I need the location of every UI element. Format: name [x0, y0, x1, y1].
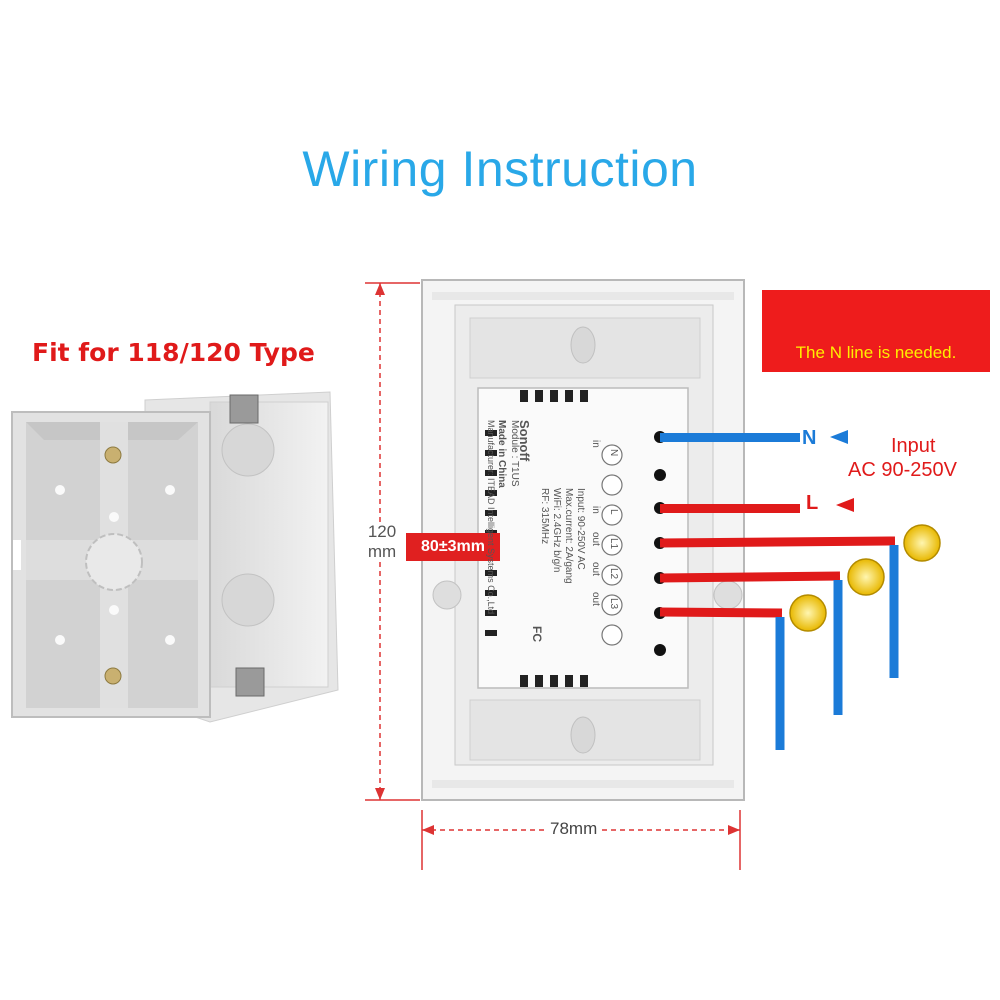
- terminal-l1: L1: [608, 538, 619, 550]
- module-spec-rf: RF: 315MHz: [539, 488, 550, 545]
- page-title: Wiring Instruction: [302, 141, 698, 197]
- live-wire: [660, 504, 800, 513]
- terminal-l: L: [608, 509, 619, 515]
- relay-module: [477, 387, 689, 689]
- module-spec-input: Input: 90-250V AC: [575, 488, 586, 570]
- module-manufacturer: Manufacturer: ITEAD Intelligent Systems …: [486, 420, 496, 615]
- terminal-label: out: [590, 592, 601, 606]
- inner-dimension: 80±3mm: [406, 533, 500, 561]
- terminal-label: in: [590, 506, 601, 514]
- module-made-in: Made in China: [496, 420, 507, 488]
- neutral-label: N: [802, 427, 817, 449]
- l1-wire: [659, 536, 896, 548]
- input-voltage-label: AC 90-250V: [848, 459, 957, 481]
- module-model: Module : T1US: [509, 420, 520, 487]
- input-label: Input: [891, 435, 936, 457]
- terminal-label: in: [590, 440, 601, 448]
- warning-banner: The N line is needed.: [762, 290, 990, 372]
- module-spec-current: Max.current: 2A/gang: [563, 488, 574, 584]
- l-arrow-icon: [836, 498, 854, 512]
- junction-box: [11, 391, 339, 723]
- neutral-wire: [660, 433, 800, 442]
- terminal-l2: L2: [608, 568, 619, 580]
- terminal-label: out: [590, 562, 601, 576]
- terminal-label: out: [590, 532, 601, 546]
- width-dimension: 78mm: [547, 819, 601, 839]
- wires: [659, 430, 941, 750]
- l2-wire: [659, 571, 841, 583]
- warning-text: The N line is needed.: [795, 343, 957, 362]
- module-spec-wifi: WiFi: 2.4GHz b/g/n: [551, 488, 562, 573]
- wire-nut-icon: [847, 558, 885, 596]
- n-arrow-icon: [830, 430, 848, 444]
- l3-wire: [659, 607, 783, 618]
- terminal-l3: L3: [608, 598, 619, 610]
- live-label: L: [806, 492, 819, 514]
- height-dimension: 120 mm: [360, 522, 404, 562]
- wire-nut-icon: [789, 594, 827, 632]
- fc-mark: FC: [530, 626, 544, 642]
- fit-label: Fit for 118/120 Type: [32, 338, 315, 367]
- wire-nut-icon: [903, 524, 941, 562]
- terminal-n: N: [608, 449, 619, 457]
